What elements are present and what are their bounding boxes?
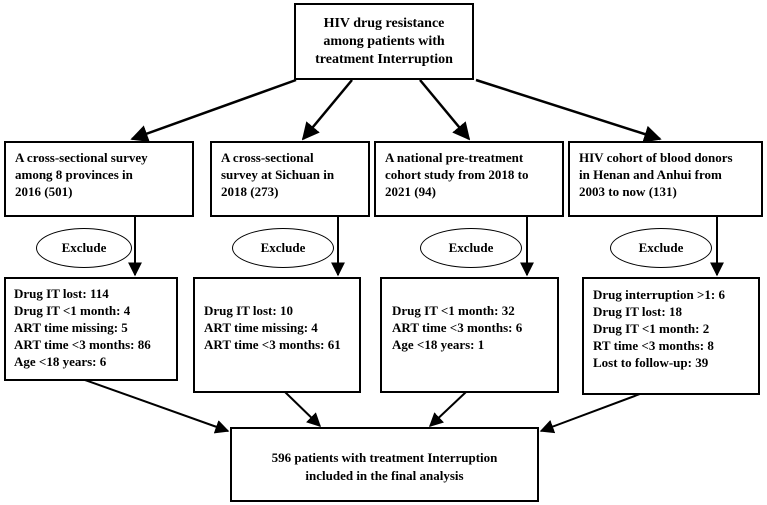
study-text-line: HIV cohort of blood donors [579,150,733,165]
study-text-line: cohort study from 2018 to [385,167,529,182]
study-box-4: HIV cohort of blood donors in Henan and … [568,141,763,217]
exclusion-item: ART time missing: 4 [204,320,318,335]
exclude-oval-2: Exclude [232,228,334,268]
study-text-line: 2003 to now (131) [579,184,677,199]
study-text-line: 2021 (94) [385,184,436,199]
title-box: HIV drug resistance among patients with … [294,3,474,80]
exclusion-box-3: Drug IT <1 month: 32 ART time <3 months:… [380,277,559,393]
exclude-label: Exclude [260,240,306,255]
final-analysis-box: 596 patients with treatment Interruption… [230,427,539,502]
exclude-label: Exclude [448,240,494,255]
exclusion-item: Drug IT <1 month: 4 [14,303,131,318]
exclusion-item: ART time missing: 5 [14,320,128,335]
exclusion-item: ART time <3 months: 6 [392,320,523,335]
exclusion-item: ART time <3 months: 61 [204,337,341,352]
exclude-oval-3: Exclude [420,228,522,268]
title-line: treatment Interruption [315,52,453,67]
title-line: among patients with [323,34,445,49]
exclusion-box-4: Drug interruption >1: 6 Drug IT lost: 18… [582,277,760,395]
final-text-line: included in the final analysis [305,468,464,483]
exclusion-box-1: Drug IT lost: 114 Drug IT <1 month: 4 AR… [4,277,178,381]
final-text-line: 596 patients with treatment Interruption [271,450,498,465]
exclusion-item: Drug IT lost: 18 [593,304,682,319]
exclusion-item: Drug interruption >1: 6 [593,287,725,302]
exclusion-item: Lost to follow-up: 39 [593,355,709,370]
study-text-line: among 8 provinces in [15,167,133,182]
arrow-title-to-study-1 [130,78,297,142]
exclusion-box-2: Drug IT lost: 10 ART time missing: 4 ART… [193,277,361,393]
exclude-label: Exclude [61,240,107,255]
exclusion-item: Drug IT <1 month: 2 [593,321,710,336]
arrow-exclusion-4-to-final [539,393,641,434]
study-text-line: A national pre-treatment [385,150,524,165]
study-text-line: 2018 (273) [221,184,279,199]
arrow-title-to-study-3 [419,79,471,141]
study-box-2: A cross-sectional survey at Sichuan in 2… [210,141,370,217]
arrow-exclusion-2-to-final [284,391,322,427]
title-line: HIV drug resistance [323,16,445,31]
exclusion-item: Age <18 years: 1 [392,337,485,352]
exclusion-item: RT time <3 months: 8 [593,338,714,353]
exclude-oval-4: Exclude [610,228,712,268]
exclude-label: Exclude [638,240,684,255]
arrow-exclusion-1-to-final [84,379,230,434]
exclude-oval-1: Exclude [36,228,132,268]
exclusion-item: ART time <3 months: 86 [14,337,151,352]
exclusion-item: Age <18 years: 6 [14,354,107,369]
study-text-line: 2016 (501) [15,184,73,199]
study-box-3: A national pre-treatment cohort study fr… [374,141,564,217]
arrow-title-to-study-2 [301,79,353,141]
exclusion-item: Drug IT lost: 10 [204,303,293,318]
study-text-line: survey at Sichuan in [221,167,335,182]
arrow-title-to-study-4 [475,78,662,143]
study-text-line: in Henan and Anhui from [579,167,722,182]
study-box-1: A cross-sectional survey among 8 provinc… [4,141,194,217]
arrow-exclusion-3-to-final [428,391,467,427]
study-text-line: A cross-sectional survey [15,150,148,165]
exclusion-item: Drug IT lost: 114 [14,286,109,301]
study-text-line: A cross-sectional [221,150,314,165]
exclusion-item: Drug IT <1 month: 32 [392,303,515,318]
